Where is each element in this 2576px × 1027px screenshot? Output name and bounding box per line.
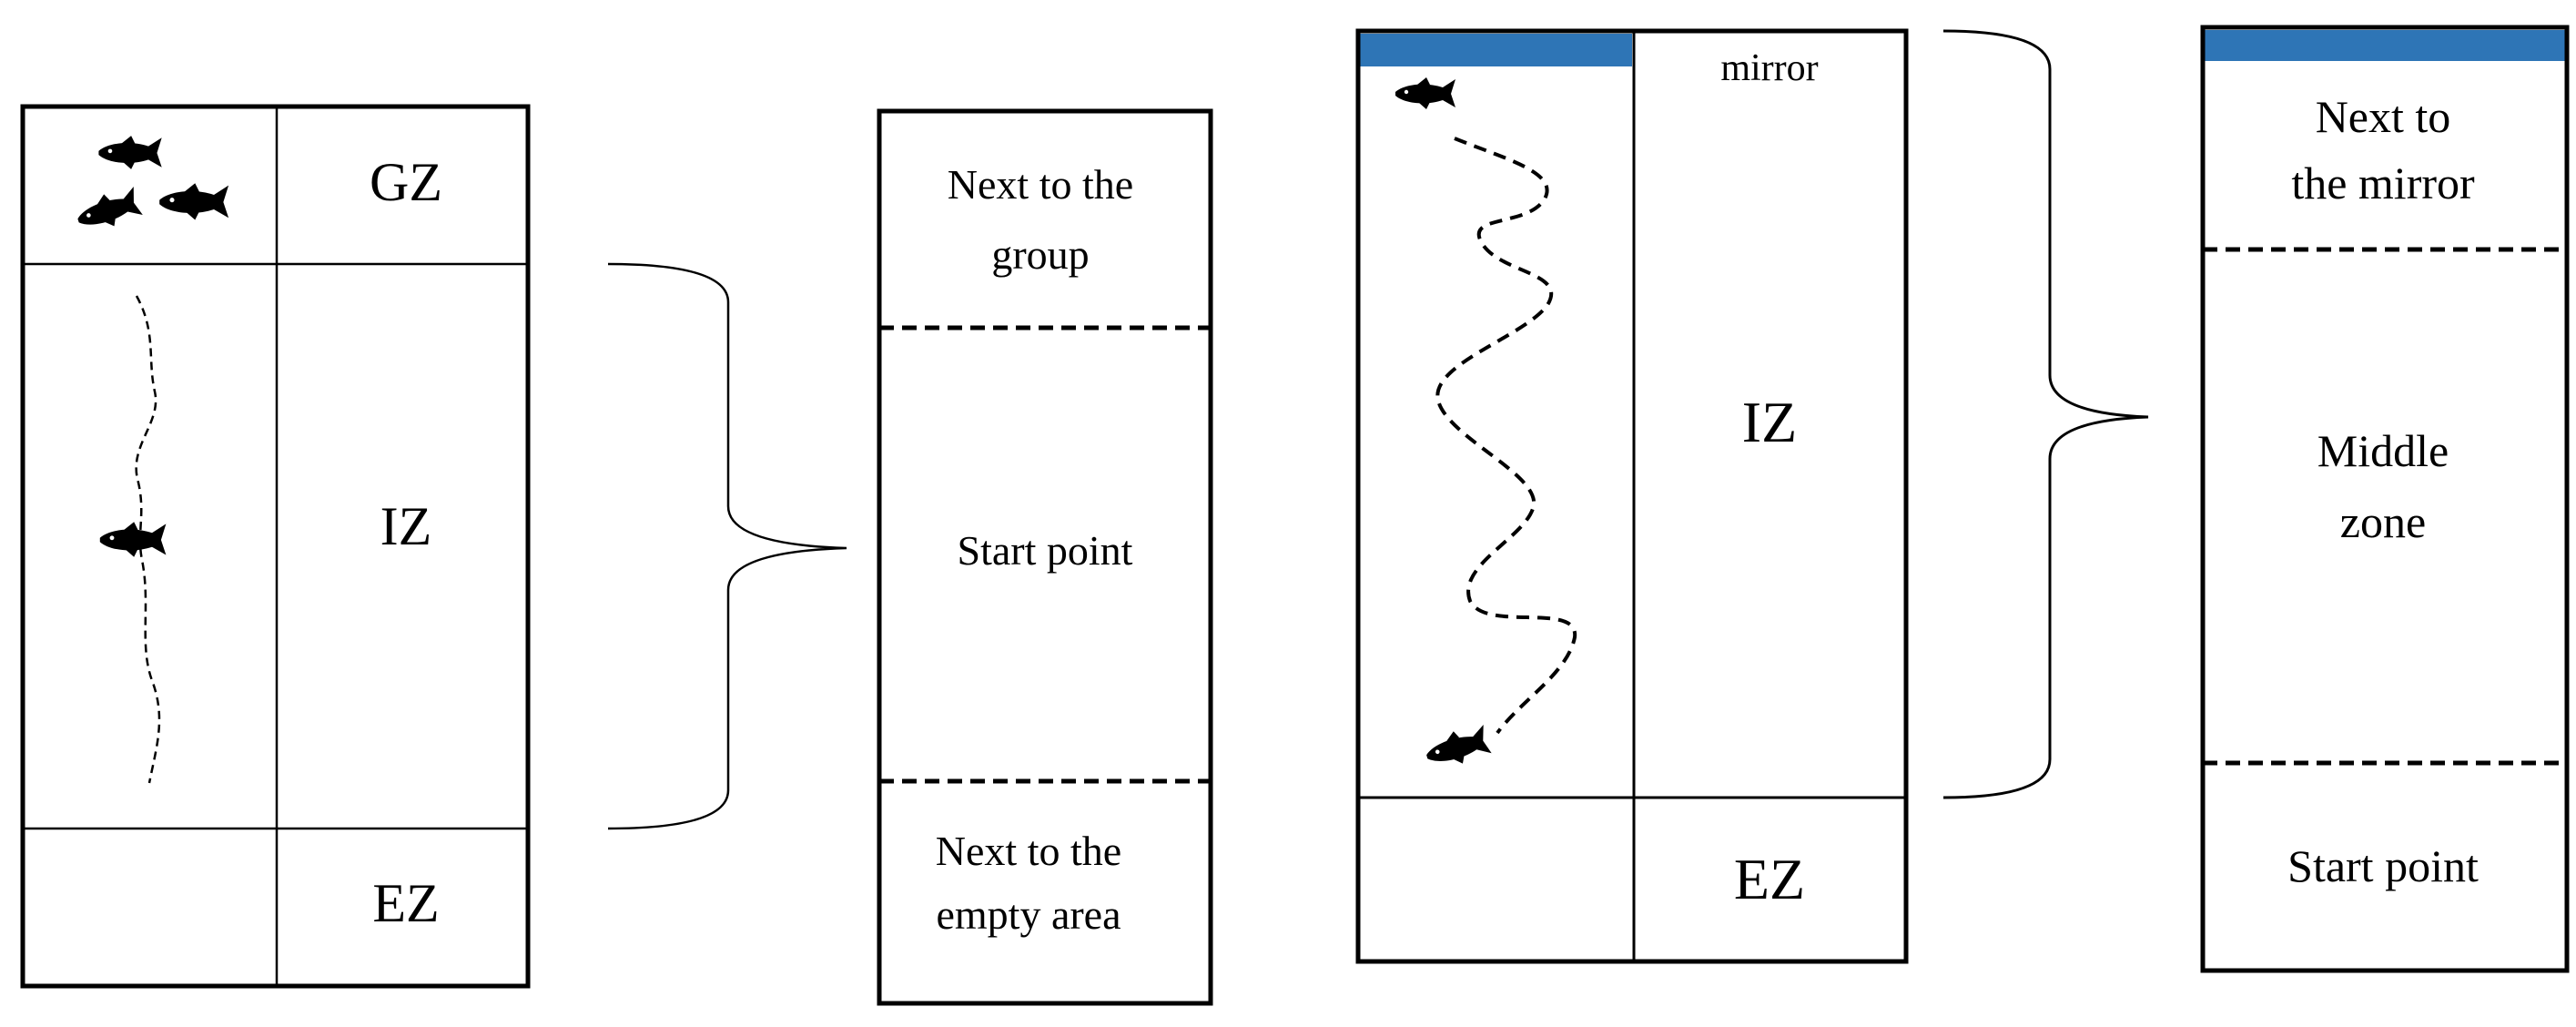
right-zone-top-line2: the mirror: [2291, 158, 2475, 208]
fish-icon: [159, 183, 229, 220]
left-zone-bottom-line2: empty area: [936, 891, 1121, 938]
fish-icon: [98, 136, 162, 169]
right-zone-top-line1: Next to: [2316, 91, 2451, 142]
left-gz-label: GZ: [370, 152, 442, 212]
left-curly-brace: [607, 262, 847, 830]
fish-icon: [73, 184, 144, 237]
right-ez-label: EZ: [1734, 847, 1805, 911]
left-ez-label: EZ: [372, 873, 439, 933]
right-zone-header-bar: [2205, 30, 2565, 61]
mirror-label: mirror: [1720, 47, 1818, 89]
right-swim-path: [1435, 137, 1577, 735]
fish-group: [73, 136, 229, 237]
right-tank: mirror IZ EZ: [1355, 28, 1909, 964]
fish-icon: [99, 522, 167, 557]
left-zone-diagram: Next to the group Start point Next to th…: [877, 108, 1213, 1006]
right-panel: mirror IZ EZ Next to the mirror Middle z…: [1355, 25, 2570, 973]
right-iz-label: IZ: [1742, 390, 1797, 454]
right-curly-brace: [1942, 29, 2149, 799]
left-zone-outline: [877, 108, 1213, 1006]
right-zone-outline: [2200, 25, 2570, 973]
left-panel: GZ IZ EZ Next to the group Start point N…: [20, 104, 1213, 1006]
right-zone-middle-line2: zone: [2340, 496, 2426, 547]
right-tank-outline: [1355, 28, 1909, 964]
left-tank-outline: [20, 104, 531, 989]
mirror-bar: [1360, 34, 1632, 66]
right-zone-middle-line1: Middle: [2317, 425, 2449, 476]
right-zone-diagram: Next to the mirror Middle zone Start poi…: [2200, 25, 2570, 973]
right-zone-bottom: Start point: [2287, 840, 2479, 891]
left-zone-bottom-line1: Next to the: [936, 828, 1121, 874]
left-zone-middle: Start point: [958, 527, 1133, 574]
left-tank: GZ IZ EZ: [20, 104, 531, 989]
left-swim-path: [135, 295, 161, 784]
fish-icon: [1422, 722, 1493, 773]
left-zone-top-line1: Next to the: [948, 161, 1133, 208]
fish-icon: [1395, 77, 1455, 109]
left-iz-label: IZ: [380, 496, 432, 556]
left-zone-top-line2: group: [991, 231, 1089, 278]
